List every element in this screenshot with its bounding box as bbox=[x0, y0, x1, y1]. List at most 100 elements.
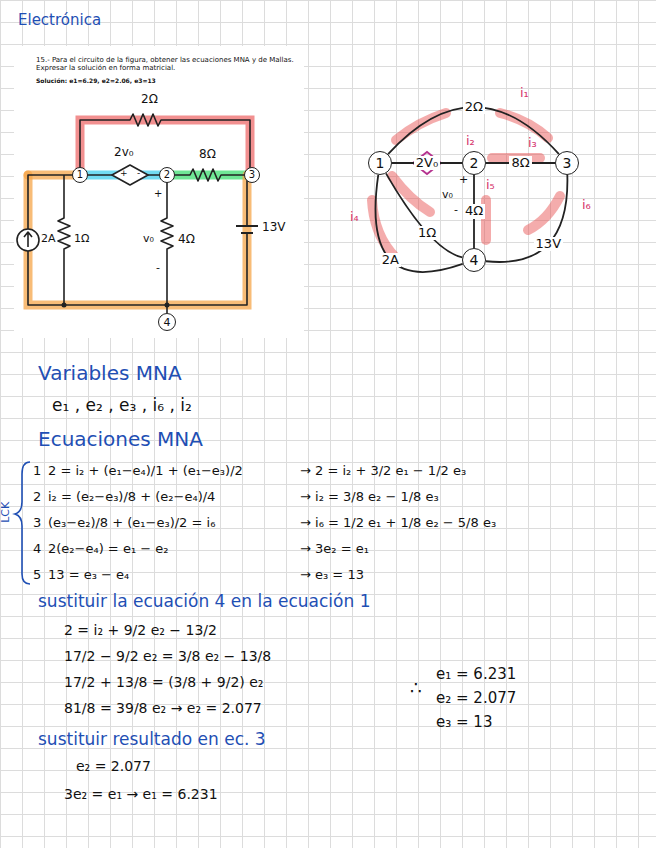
circuit-label: i₁ bbox=[520, 86, 529, 101]
loop-highlight bbox=[28, 120, 252, 305]
branch-line bbox=[386, 173, 462, 257]
handwritten-note: 2 bbox=[33, 490, 41, 505]
junction-dot bbox=[165, 303, 170, 308]
handwritten-note: i₂ = (e₂−e₃)/8 + (e₂−e₄)/4 bbox=[48, 490, 215, 505]
handwritten-note: → e₃ = 13 bbox=[300, 568, 364, 583]
circuit-label: Solución: e1=6.29, e2=2.06, e3=13 bbox=[36, 78, 156, 85]
branch-label: 2A bbox=[380, 253, 401, 267]
handwritten-note: → 2 = i₂ + 3/2 e₁ − 1/2 e₃ bbox=[300, 464, 466, 479]
handwritten-note: ∴ bbox=[410, 678, 421, 699]
circuit-label: i₆ bbox=[582, 198, 591, 213]
battery-symbol bbox=[236, 226, 258, 233]
handwritten-note: → i₂ = 3/8 e₂ − 1/8 e₃ bbox=[300, 490, 439, 505]
handwritten-note: e₃ = 13 bbox=[436, 714, 492, 731]
circuit-label: 1Ω bbox=[74, 233, 89, 246]
circuit-label: 13V bbox=[262, 221, 285, 235]
node-circle: 3 bbox=[244, 167, 260, 183]
handwritten-note: sustituir resultado en ec. 3 bbox=[38, 730, 266, 750]
handwritten-note: 5 bbox=[33, 568, 41, 583]
handwritten-note: 17/2 + 13/8 = (3/8 + 9/2) e₂ bbox=[64, 674, 263, 690]
branch-label: 4Ω bbox=[463, 204, 485, 218]
graph-branch bbox=[386, 173, 462, 257]
branch-label: 2Ω bbox=[463, 100, 485, 114]
handwritten-note: (e₃−e₂)/8 + (e₁−e₃)/2 = i₆ bbox=[48, 516, 215, 531]
node-circle: 2 bbox=[159, 167, 175, 183]
resistor-symbol bbox=[58, 175, 70, 305]
circuit-label: + bbox=[154, 188, 162, 200]
resistor-symbol bbox=[161, 175, 173, 313]
branch-label: 2V₀ bbox=[414, 156, 440, 170]
branch-line bbox=[376, 175, 463, 272]
equation-brace bbox=[15, 462, 30, 584]
handwritten-note: → i₆ = 1/2 e₁ + 1/8 e₂ − 5/8 e₃ bbox=[300, 516, 496, 531]
dependent-source-symbol bbox=[413, 152, 441, 174]
circuit-label: i₂ bbox=[466, 134, 475, 149]
handwritten-note: sustituir la ecuación 4 en la ecuación 1 bbox=[38, 592, 371, 612]
handwritten-note: 3 bbox=[33, 516, 41, 531]
handwritten-note: Ecuaciones MNA bbox=[38, 428, 203, 451]
node-number: 1 bbox=[376, 156, 385, 170]
node-circle: 1 bbox=[368, 151, 392, 175]
node-number: 3 bbox=[563, 156, 572, 170]
handwritten-note: e₁ , e₂ , e₃ , i₆ , i₂ bbox=[52, 396, 192, 416]
circuit-label: 8Ω bbox=[199, 148, 216, 162]
node-number: 2 bbox=[164, 170, 170, 180]
resistor-symbol bbox=[167, 169, 252, 181]
circuit-label: 2v₀ bbox=[114, 146, 134, 160]
handwritten-note: 4 bbox=[33, 542, 41, 557]
handwritten-note: 2 = i₂ + 9/2 e₂ − 13/2 bbox=[64, 622, 217, 638]
graph-branch bbox=[376, 175, 463, 272]
circuit-wires bbox=[17, 114, 258, 313]
node-number: 4 bbox=[470, 253, 479, 267]
branch-label: 1Ω bbox=[416, 226, 438, 240]
circuit-label: Electrónica bbox=[18, 12, 101, 29]
node-number: 1 bbox=[77, 170, 83, 180]
handwritten-note: 2 = i₂ + (e₁−e₄)/1 + (e₁−e₃)/2 bbox=[48, 464, 243, 479]
branch-line bbox=[486, 175, 567, 262]
circuit-label: i₄ bbox=[350, 210, 359, 225]
circuit-label: - bbox=[454, 204, 458, 217]
handwritten-note: LCK bbox=[0, 502, 13, 523]
node-number: 4 bbox=[164, 317, 171, 328]
handwritten-note: 3e₂ = e₁ → e₁ = 6.231 bbox=[64, 786, 218, 802]
branch-label: 13V bbox=[534, 237, 563, 251]
source-arrow bbox=[24, 232, 32, 247]
circuit-label: v₀ bbox=[442, 189, 453, 202]
circuit-label: 2A bbox=[41, 233, 56, 246]
circuit-label: 4Ω bbox=[178, 233, 195, 247]
handwritten-note: 13 = e₃ − e₄ bbox=[48, 568, 129, 583]
handwritten-note: → 3e₂ = e₁ bbox=[300, 542, 369, 557]
handwritten-note: 17/2 − 9/2 e₂ = 3/8 e₂ − 13/8 bbox=[64, 648, 271, 664]
current-source-symbol bbox=[17, 229, 39, 251]
node-circle: 2 bbox=[462, 151, 486, 175]
node-number: 2 bbox=[470, 156, 479, 170]
node-number: 3 bbox=[249, 170, 255, 180]
node-circle: 4 bbox=[462, 248, 486, 272]
circuit-label: 2Ω bbox=[141, 93, 158, 107]
graph-branch bbox=[486, 175, 567, 262]
handwritten-note: 81/8 = 39/8 e₂ → e₂ = 2.077 bbox=[64, 700, 262, 716]
handwritten-note: e₂ = 2.077 bbox=[76, 758, 151, 774]
circuit-label: + bbox=[459, 174, 468, 187]
branch-label: 8Ω bbox=[509, 156, 531, 170]
resistor-symbol bbox=[80, 114, 250, 175]
node-circle: 1 bbox=[72, 167, 88, 183]
handwritten-note: e₁ = 6.231 bbox=[436, 666, 516, 683]
circuit-label: - bbox=[137, 168, 140, 178]
wire bbox=[28, 175, 247, 305]
node-circle: 3 bbox=[555, 151, 579, 175]
handwritten-note: 1 bbox=[33, 464, 41, 479]
graph-highlight bbox=[372, 113, 560, 258]
handwritten-note: 2(e₂−e₄) = e₁ − e₂ bbox=[48, 542, 168, 557]
dependent-source-symbol bbox=[112, 165, 148, 185]
screenshot-ground bbox=[14, 46, 304, 338]
circuit-label: 15.- Para el circuito de la figura, obte… bbox=[36, 56, 298, 72]
node-circle: 4 bbox=[158, 313, 176, 331]
circuit-label: v₀ bbox=[143, 233, 154, 246]
circuit-label: i₅ bbox=[486, 178, 495, 193]
handwritten-note: Variables MNA bbox=[38, 362, 182, 385]
circuit-label: - bbox=[156, 262, 160, 275]
